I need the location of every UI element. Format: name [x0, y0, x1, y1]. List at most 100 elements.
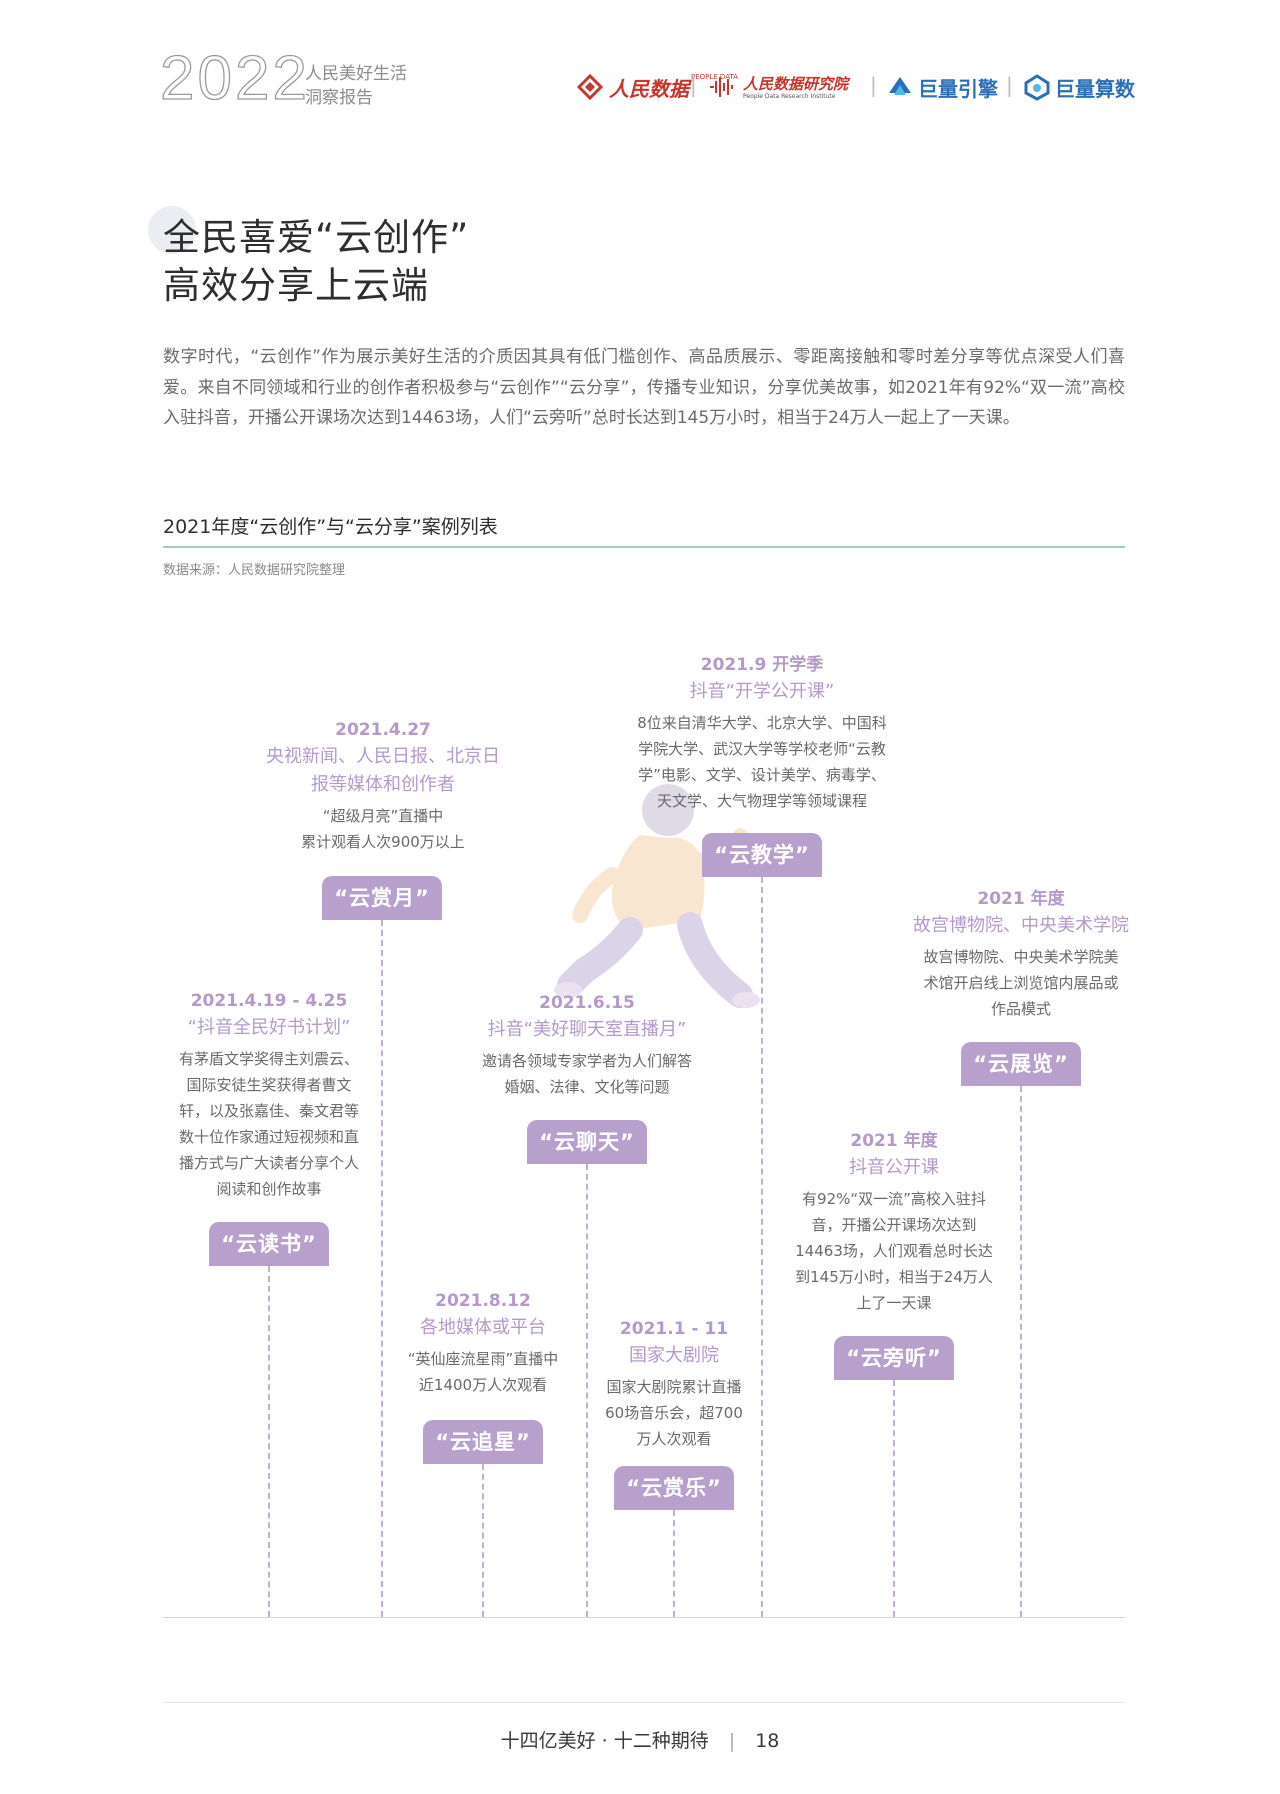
event-description: 故宫博物院、中央美术学院美 术馆开启线上浏览馆内展品或 作品模式: [886, 944, 1156, 1022]
timeline-stem: [893, 1380, 895, 1617]
event-description: “英仙座流星雨”直播中 近1400万人次观看: [378, 1346, 588, 1398]
event-subject: 抖音公开课: [849, 1157, 939, 1178]
desc-line: 天文学、大气物理学等领域课程: [656, 792, 867, 810]
desc-line: 术馆开启线上浏览馆内展品或: [923, 974, 1119, 992]
logo-separator: |: [690, 73, 697, 97]
event-subject: 故宫博物院、中央美术学院: [913, 915, 1129, 936]
event-date: 2021.6.15: [539, 993, 635, 1013]
desc-line: 数十位作家通过短视频和直: [178, 1128, 359, 1146]
timeline-card: 2021.4.19 - 4.25 “抖音全民好书计划” 有茅盾文学奖得主刘震云、…: [159, 988, 379, 1202]
desc-line: 国际安徒生奖获得者曹文: [186, 1076, 352, 1094]
logo-separator: |: [1006, 73, 1013, 97]
event-subject: 央视新闻、人民日报、北京日报等媒体和创作者: [266, 746, 500, 795]
ocean-algorithm-logo-text: 巨量算数: [1055, 76, 1135, 101]
desc-line: 14463场，人们观看总时长达: [795, 1242, 993, 1260]
footer-slogan: 十四亿美好 · 十二种期待: [500, 1730, 709, 1752]
logo-separator: |: [870, 73, 877, 97]
timeline-card: 2021.8.12 各地媒体或平台 “英仙座流星雨”直播中 近1400万人次观看: [378, 1288, 588, 1398]
desc-line: 邀请各领域专家学者为人们解答: [481, 1052, 692, 1070]
desc-line: 作品模式: [990, 1000, 1051, 1018]
desc-line: 累计观看人次900万以上: [301, 833, 465, 851]
event-description: 国家大剧院累计直播 60场音乐会，超700 万人次观看: [579, 1374, 769, 1452]
research-institute-logo-text: 人民数据研究院: [743, 74, 849, 93]
desc-line: 有茅盾文学奖得主刘震云、: [178, 1050, 359, 1068]
timeline-card: 2021.9 开学季 抖音“开学公开课” 8位来自清华大学、北京大学、中国科 学…: [602, 652, 922, 814]
tag-cloud-moon: “云赏月”: [322, 876, 442, 920]
event-description: 邀请各领域专家学者为人们解答 婚姻、法律、文化等问题: [447, 1048, 727, 1100]
desc-line: 有92%“双一流”高校入驻抖: [802, 1190, 986, 1208]
event-subject: 抖音“开学公开课”: [689, 681, 835, 702]
logo-people-data: 人民数据 PEOPLE DATA: [575, 70, 738, 104]
event-date: 2021.8.12: [435, 1291, 531, 1311]
table-title: 2021年度“云创作”与“云分享”案例列表: [163, 516, 498, 538]
desc-line: 故宫博物院、中央美术学院美: [923, 948, 1119, 966]
event-date: 2021.4.27: [335, 720, 431, 740]
timeline-stem: [673, 1510, 675, 1617]
logo-ocean-algorithm: 巨量算数: [1022, 70, 1135, 104]
section-title: 全民喜爱“云创作” 高效分享上云端: [163, 214, 469, 310]
page-number: 18: [755, 1730, 780, 1752]
section-title-line-1: 全民喜爱“云创作”: [163, 216, 470, 259]
people-data-logo-text: 人民数据: [609, 76, 689, 101]
section-title-line-2: 高效分享上云端: [163, 264, 429, 307]
event-description: 有茅盾文学奖得主刘震云、 国际安徒生奖获得者曹文 轩，以及张嘉佳、秦文君等 数十…: [159, 1046, 379, 1202]
timeline-stem: [1020, 1086, 1022, 1617]
desc-line: 到145万小时，相当于24万人: [795, 1268, 993, 1286]
event-date: 2021 年度: [977, 889, 1065, 909]
timeline-stem: [482, 1464, 484, 1617]
timeline-card: 2021.6.15 抖音“美好聊天室直播月” 邀请各领域专家学者为人们解答 婚姻…: [447, 990, 727, 1100]
logo-ocean-engine: 巨量引擎: [885, 70, 998, 104]
timeline-baseline: [163, 1617, 1125, 1618]
desc-line: 婚姻、法律、文化等问题: [504, 1078, 670, 1096]
tag-cloud-exhibition: “云展览”: [961, 1042, 1081, 1086]
event-subject: “抖音全民好书计划”: [187, 1017, 351, 1038]
desc-line: 近1400万人次观看: [418, 1376, 548, 1394]
title-rule: [163, 546, 1125, 548]
soundwave-icon: [710, 77, 733, 97]
desc-line: 万人次观看: [636, 1430, 712, 1448]
desc-line: 60场音乐会，超700: [605, 1404, 743, 1422]
desc-line: 播方式与广大读者分享个人: [178, 1154, 359, 1172]
event-date: 2021 年度: [850, 1131, 938, 1151]
title-decoration: [148, 206, 196, 254]
tag-cloud-music: “云赏乐”: [614, 1466, 734, 1510]
people-data-logo-icon: [576, 73, 604, 101]
timeline-card: 2021 年度 故宫博物院、中央美术学院 故宫博物院、中央美术学院美 术馆开启线…: [886, 886, 1156, 1022]
desc-line: 学”电影、文学、设计美学、病毒学、: [638, 766, 886, 784]
page-footer: 十四亿美好 · 十二种期待 | 18: [0, 1726, 1280, 1753]
desc-line: 音，开播公开课场次达到: [811, 1216, 977, 1234]
event-date: 2021.4.19 - 4.25: [190, 991, 348, 1011]
desc-line: 国家大剧院累计直播: [606, 1378, 742, 1396]
tag-cloud-teaching: “云教学”: [702, 833, 822, 877]
report-title: 人民美好生活 洞察报告: [305, 62, 407, 110]
logo-research-institute: 人民数据研究院 People Data Research Institute: [708, 70, 848, 104]
event-date: 2021.1 - 11: [619, 1319, 729, 1339]
footer-rule: [163, 1702, 1125, 1703]
tag-cloud-reading: “云读书”: [209, 1222, 329, 1266]
report-title-line-2: 洞察报告: [305, 88, 373, 108]
event-description: 8位来自清华大学、北京大学、中国科 学院大学、武汉大学等学校老师“云教 学”电影…: [602, 710, 922, 814]
tag-cloud-auditing: “云旁听”: [834, 1336, 954, 1380]
timeline-card: 2021 年度 抖音公开课 有92%“双一流”高校入驻抖 音，开播公开课场次达到…: [779, 1128, 1009, 1316]
timeline-card: 2021.1 - 11 国家大剧院 国家大剧院累计直播 60场音乐会，超700 …: [579, 1316, 769, 1452]
event-description: 有92%“双一流”高校入驻抖 音，开播公开课场次达到 14463场，人们观看总时…: [779, 1186, 1009, 1316]
research-institute-logo-tag: People Data Research Institute: [743, 92, 836, 100]
desc-line: 阅读和创作故事: [216, 1180, 322, 1198]
event-date: 2021.9 开学季: [700, 655, 824, 675]
data-source: 数据来源：人民数据研究院整理: [163, 563, 346, 578]
ocean-engine-logo-icon: [889, 77, 911, 95]
desc-line: 学院大学、武汉大学等学校老师“云教: [638, 740, 886, 758]
intro-paragraph: 数字时代，“云创作”作为展示美好生活的介质因其具有低门槛创作、高品质展示、零距离…: [163, 347, 1125, 428]
report-year: 2022: [159, 44, 310, 113]
event-subject: 各地媒体或平台: [420, 1317, 546, 1338]
event-subject: 国家大剧院: [629, 1345, 719, 1366]
tag-cloud-chat: “云聊天”: [527, 1120, 647, 1164]
ocean-algorithm-logo-icon: [1024, 74, 1050, 101]
desc-line: 上了一天课: [856, 1294, 932, 1312]
timeline-stem: [586, 1164, 588, 1617]
desc-line: 8位来自清华大学、北京大学、中国科: [637, 714, 887, 732]
footer-separator: |: [728, 1730, 736, 1752]
timeline-stem: [268, 1266, 270, 1617]
ocean-engine-logo-text: 巨量引擎: [918, 76, 998, 101]
tag-cloud-stargazing: “云追星”: [423, 1420, 543, 1464]
